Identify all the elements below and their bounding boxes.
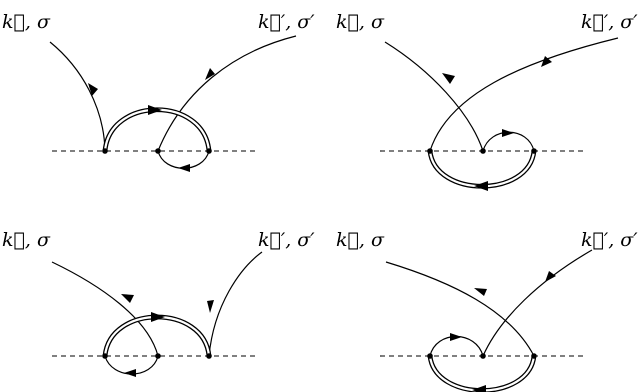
- double-propagator-arrow: [148, 105, 162, 115]
- outgoing-arrow: [207, 300, 214, 313]
- vertex: [531, 148, 537, 154]
- loop-line: [429, 335, 484, 357]
- outgoing-label: k⃗′, σ′: [581, 229, 638, 251]
- incoming-arrow: [88, 83, 98, 96]
- vertex: [480, 148, 486, 154]
- diagram-top-left: k⃗, σ k⃗′, σ′: [2, 11, 315, 172]
- incoming-electron-line: [49, 41, 106, 152]
- vertex: [480, 353, 486, 359]
- outgoing-electron-line: [157, 35, 297, 152]
- outgoing-electron-line: [429, 37, 619, 152]
- loop-arrow: [124, 369, 136, 377]
- incoming-label: k⃗, σ: [2, 229, 51, 251]
- double-propagator-arrow: [472, 385, 486, 392]
- loop-line: [157, 150, 210, 169]
- outgoing-arrow: [545, 271, 556, 282]
- incoming-arrow: [121, 294, 134, 303]
- incoming-label: k⃗, σ: [336, 11, 385, 33]
- diagram-bottom-right: k⃗, σ k⃗′, σ′: [336, 229, 638, 392]
- outgoing-label: k⃗′, σ′: [258, 229, 315, 251]
- double-propagator: [102, 314, 212, 357]
- incoming-electron-line: [385, 261, 535, 357]
- vertex: [427, 353, 433, 359]
- incoming-label: k⃗, σ: [2, 11, 51, 33]
- loop-arrow: [502, 129, 514, 137]
- diagram-bottom-left: k⃗, σ k⃗′, σ′: [2, 229, 315, 377]
- double-propagator: [102, 107, 212, 152]
- incoming-arrow: [442, 73, 455, 84]
- double-propagator: [427, 355, 537, 392]
- incoming-arrow: [474, 288, 487, 296]
- outgoing-arrow: [205, 68, 215, 80]
- outgoing-arrow: [541, 56, 552, 67]
- loop-arrow: [450, 333, 462, 341]
- outgoing-electron-line: [208, 251, 263, 357]
- vertex: [155, 148, 161, 154]
- outgoing-label: k⃗′, σ′: [258, 11, 315, 33]
- incoming-label: k⃗, σ: [336, 229, 385, 251]
- vertex: [155, 353, 161, 359]
- loop-line: [482, 131, 535, 152]
- double-propagator-arrow: [151, 312, 165, 322]
- vertex: [102, 353, 108, 359]
- loop-arrow: [178, 164, 190, 172]
- double-propagator-arrow: [474, 181, 488, 191]
- outgoing-electron-line: [482, 249, 593, 357]
- outgoing-label: k⃗′, σ′: [581, 11, 638, 33]
- vertex: [102, 148, 108, 154]
- vertex: [206, 148, 212, 154]
- incoming-electron-line: [384, 41, 484, 152]
- incoming-electron-line: [51, 261, 159, 357]
- vertex: [531, 353, 537, 359]
- vertex: [427, 148, 433, 154]
- diagram-top-right: k⃗, σ k⃗′, σ′: [336, 11, 638, 191]
- vertex: [206, 353, 212, 359]
- double-propagator: [427, 150, 537, 189]
